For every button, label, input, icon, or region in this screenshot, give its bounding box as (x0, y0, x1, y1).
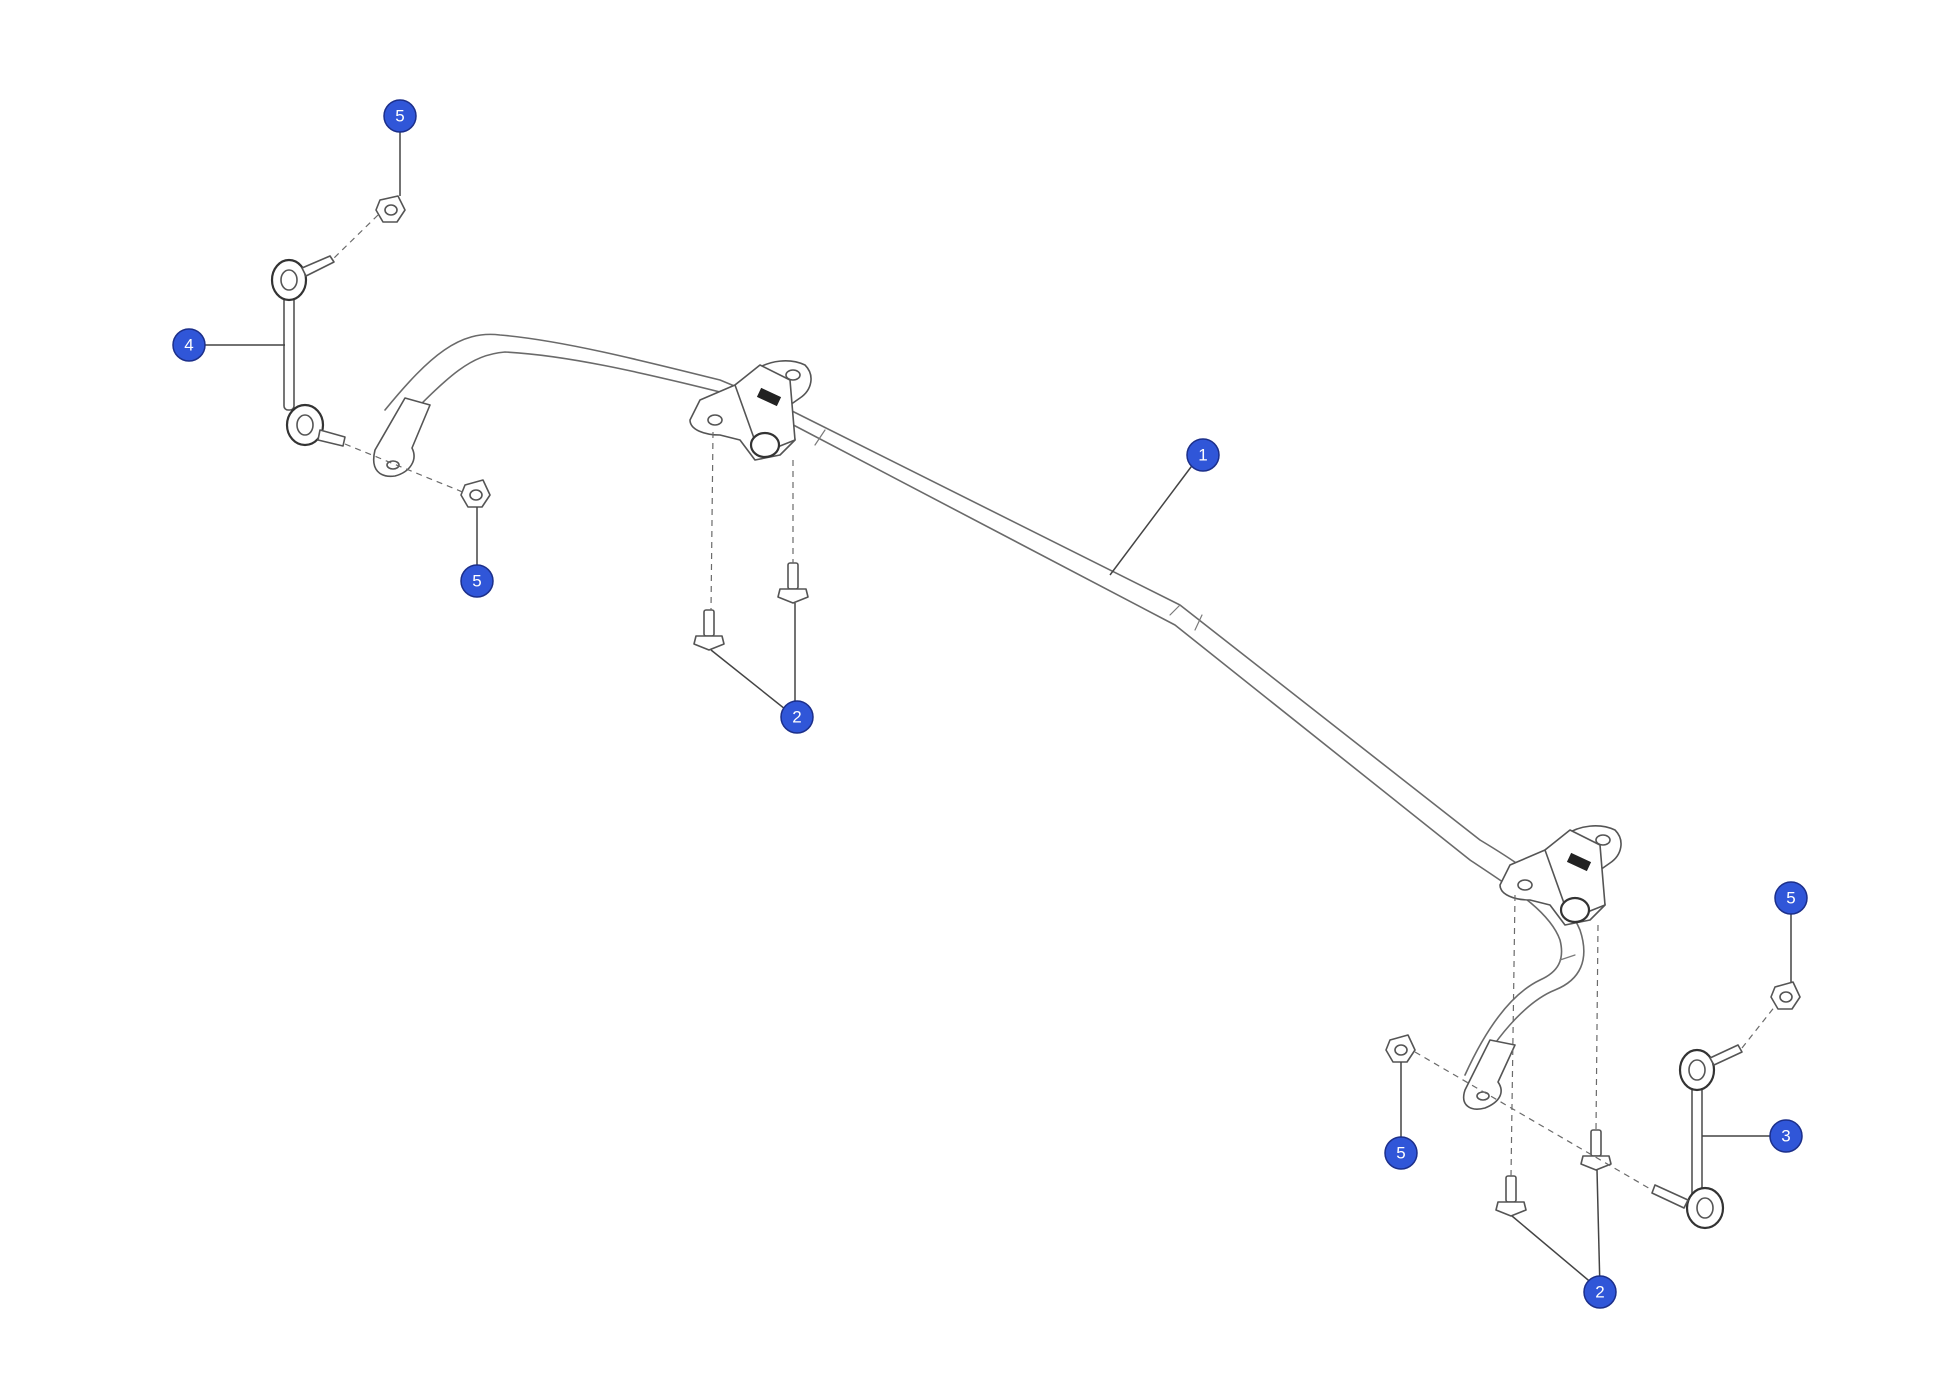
callout-2b[interactable]: 2 (1583, 1275, 1617, 1309)
stabilizer-link-left (270, 255, 346, 447)
callout-circle (172, 328, 206, 362)
bolt-left-a (693, 609, 725, 651)
callout-label: 5 (472, 572, 481, 591)
bolt-right-a (1495, 1175, 1527, 1217)
callout-1[interactable]: 1 (1186, 438, 1220, 472)
nut-upper-right (1770, 981, 1801, 1010)
callout-5d[interactable]: 5 (1774, 881, 1808, 915)
callout-circle (1769, 1119, 1803, 1153)
bushing-bracket-left (689, 360, 812, 461)
callout-circle (1186, 438, 1220, 472)
bolt-right-b (1580, 1129, 1612, 1171)
callout-label: 1 (1198, 446, 1207, 465)
callout-label: 5 (395, 107, 404, 126)
callout-label: 2 (1595, 1283, 1604, 1302)
callout-label: 4 (184, 336, 193, 355)
stabilizer-link-right (1651, 1044, 1743, 1230)
callout-circle (460, 564, 494, 598)
nut-upper-left (375, 195, 406, 223)
callout-label: 5 (1396, 1144, 1405, 1163)
bushing-bracket-right (1499, 825, 1622, 926)
callout-label: 2 (792, 708, 801, 727)
callout-circle (383, 99, 417, 133)
nut-right-mid (1385, 1034, 1416, 1063)
nut-lower-left (460, 479, 491, 508)
callout-circle (1583, 1275, 1617, 1309)
callout-2a[interactable]: 2 (780, 700, 814, 734)
callout-circle (1384, 1136, 1418, 1170)
callout-5c[interactable]: 5 (1384, 1136, 1418, 1170)
callout-label: 5 (1786, 889, 1795, 908)
callout-circle (1774, 881, 1808, 915)
callout-3[interactable]: 3 (1769, 1119, 1803, 1153)
bolt-left-b (777, 562, 809, 604)
callout-circle (780, 700, 814, 734)
callout-4[interactable]: 4 (172, 328, 206, 362)
stabilizer-bar (373, 333, 1585, 1110)
assembly-dashed-lines (333, 214, 1777, 1191)
callout-5b[interactable]: 5 (460, 564, 494, 598)
leader-lines (189, 115, 1792, 1291)
callout-5a[interactable]: 5 (383, 99, 417, 133)
callout-label: 3 (1781, 1127, 1790, 1146)
